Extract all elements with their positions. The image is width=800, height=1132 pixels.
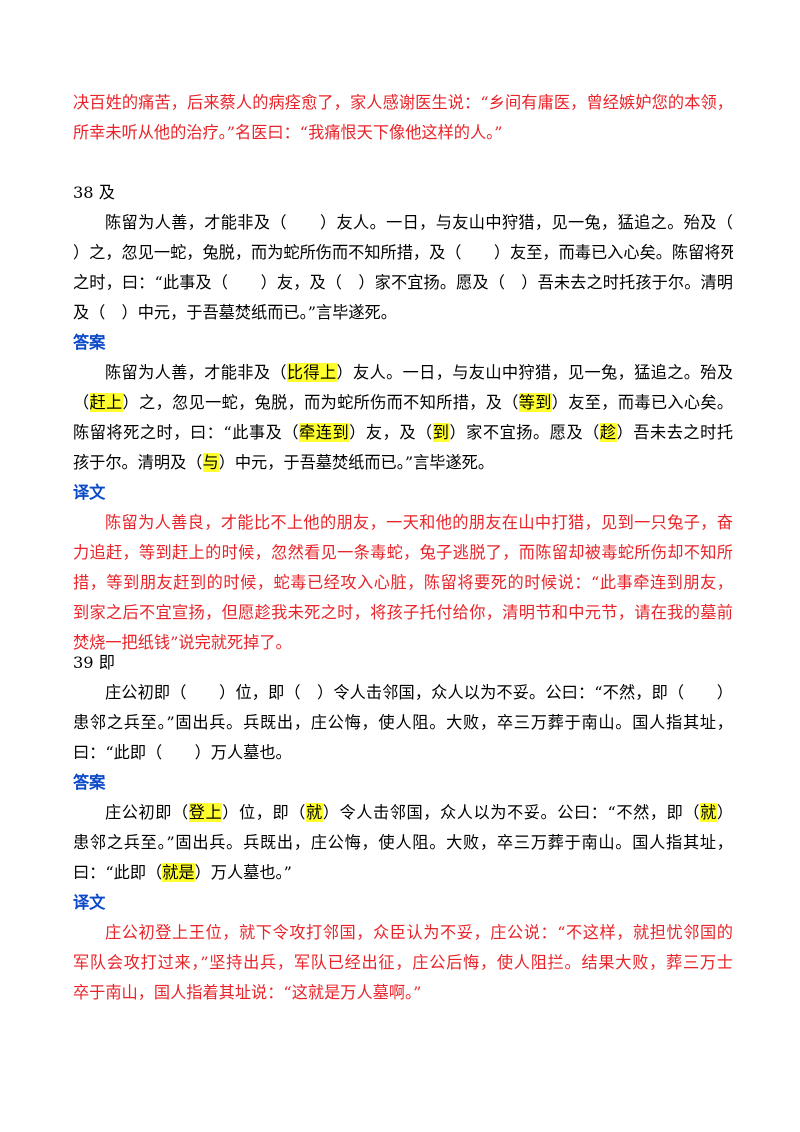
highlighted-answer: 就 xyxy=(700,803,717,822)
answer-line: （赶上）之，忽见一蛇，兔脱，而为蛇所伤而不知所措，及（等到）友至，而毒已入心矣。 xyxy=(73,393,733,412)
translation-paragraph: 庄公初登上王位，就下令攻打邻国，众臣认为不妥，庄公说：“不这样，就担忧邻国的 军… xyxy=(73,918,733,1008)
question-line: ）之，忽见一蛇，兔脱，而为蛇所伤而不知所措，及（ ）友至，而毒已入心矣。陈留将死 xyxy=(73,243,733,262)
translation-line: 庄公初登上王位，就下令攻打邻国，众臣认为不妥，庄公说：“不这样，就担忧邻国的 xyxy=(105,923,733,942)
answer-line: 陈留为人善，才能非及（比得上）友人。一日，与友山中狩猎，见一兔，猛追之。殆及 xyxy=(105,363,733,382)
highlighted-answer: 牵连到 xyxy=(299,423,350,442)
highlighted-answer: 赶上 xyxy=(89,393,123,412)
section-title: 38 及 xyxy=(73,183,115,202)
highlighted-answer: 登上 xyxy=(188,803,223,822)
translation-line: 力追赶，等到赶上的时候，忽然看见一条毒蛇，兔子逃脱了，而陈留却被毒蛇所伤却不知所 xyxy=(73,543,733,562)
section-39: 39 即 庄公初即（ ）位，即（ ）令人击邻国，众人以为不妥。公曰：“不然，即（… xyxy=(73,648,733,1008)
section-title: 39 即 xyxy=(73,653,115,672)
translation-heading: 译文 xyxy=(73,483,106,502)
answer-line: 庄公初即（登上）位，即（就）令人击邻国，众人以为不妥。公曰：“不然，即（就） xyxy=(105,803,733,822)
intro-line: 所幸未听从他的治疗。”名医曰：“我痛恨天下像他这样的人。” xyxy=(73,123,503,142)
question-line: 庄公初即（ ）位，即（ ）令人击邻国，众人以为不妥。公曰：“不然，即（ ） xyxy=(105,683,733,702)
translation-line: 卒于南山，国人指着其址说：“这就是万人墓啊。” xyxy=(73,983,422,1002)
question-line: 及（ ）中元，于吾墓焚纸而已。”言毕遂死。 xyxy=(73,303,397,322)
highlighted-answer: 到 xyxy=(432,423,450,442)
highlighted-answer: 与 xyxy=(202,453,219,472)
question-line: 患邻之兵至。”固出兵。兵既出，庄公悔，使人阻。大败，卒三万葬于南山。国人指其址， xyxy=(73,713,733,732)
highlighted-answer: 趁 xyxy=(599,423,617,442)
answer-heading: 答案 xyxy=(73,773,106,792)
answer-line: 孩于尔。清明及（与）中元，于吾墓焚纸而已。”言毕遂死。 xyxy=(73,453,495,472)
intro-line: 决百姓的痛苦，后来蔡人的病痊愈了，家人感谢医生说：“乡间有庸医，曾经嫉妒您的本领… xyxy=(73,93,733,112)
translation-line: 焚烧一把纸钱”说完就死掉了。 xyxy=(73,633,292,652)
highlighted-answer: 等到 xyxy=(518,393,552,412)
question-line: 陈留为人善，才能非及（ ）友人。一日，与友山中狩猎，见一兔，猛追之。殆及（ xyxy=(105,213,733,232)
highlighted-answer: 就 xyxy=(306,803,323,822)
highlighted-answer: 就是 xyxy=(162,863,195,882)
translation-line: 到家之后不宜宣扬，但愿趁我未死之时，将孩子托付给你，清明节和中元节，请在我的墓前 xyxy=(73,603,733,622)
answer-line: 曰：“此即（就是）万人墓也。” xyxy=(73,863,292,882)
translation-line: 陈留为人善良，才能比不上他的朋友，一天和他的朋友在山中打猎，见到一只兔子，奋 xyxy=(105,513,733,532)
question-line: 曰：“此即（ ）万人墓也。 xyxy=(73,743,292,762)
answer-heading: 答案 xyxy=(73,333,106,352)
answer-line: 患邻之兵至。”固出兵。兵既出，庄公悔，使人阻。大败，卒三万葬于南山。国人指其址， xyxy=(73,833,733,852)
question-line: 之时，曰：“此事及（ ）友，及（ ）家不宜扬。愿及（ ）吾未去之时托孩于尔。清明 xyxy=(73,273,733,292)
highlighted-answer: 比得上 xyxy=(286,363,337,382)
translation-heading: 译文 xyxy=(73,893,106,912)
translation-line: 军队会攻打过来，”坚持出兵，军队已经出征，庄公后悔，使人阻拦。结果大败，葬三万士 xyxy=(73,953,733,972)
answer-line: 陈留将死之时，曰：“此事及（牵连到）友，及（到）家不宜扬。愿及（趁）吾未去之时托 xyxy=(73,423,733,442)
intro-paragraph: 决百姓的痛苦，后来蔡人的病痊愈了，家人感谢医生说：“乡间有庸医，曾经嫉妒您的本领… xyxy=(73,88,733,148)
translation-paragraph: 陈留为人善良，才能比不上他的朋友，一天和他的朋友在山中打猎，见到一只兔子，奋 力… xyxy=(73,508,733,658)
section-38: 38 及 陈留为人善，才能非及（ ）友人。一日，与友山中狩猎，见一兔，猛追之。殆… xyxy=(73,178,733,658)
translation-line: 措，等到朋友赶到的时候，蛇毒已经攻入心脏，陈留将要死的时候说：“此事牵连到朋友， xyxy=(73,573,733,592)
